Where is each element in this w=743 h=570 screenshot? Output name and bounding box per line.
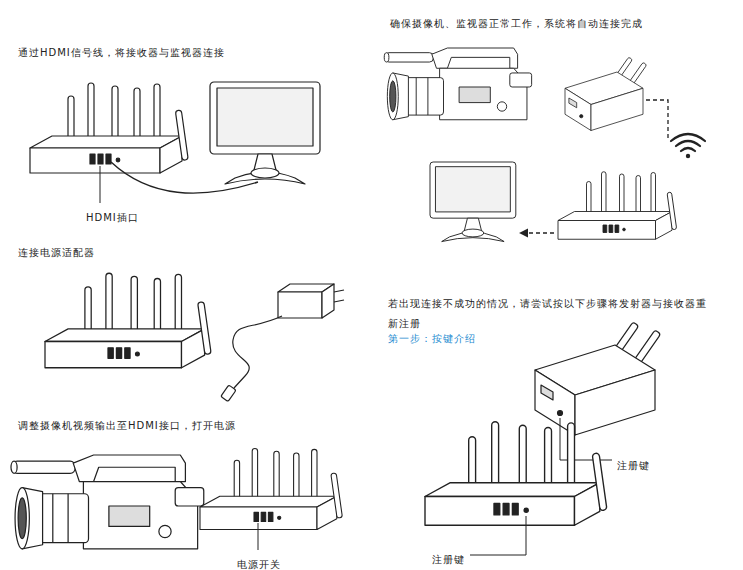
label-text: 通过HDMI信号线，将接收器与监视器连接 bbox=[18, 47, 225, 58]
label-box: 第一步：按键介绍 bbox=[388, 327, 476, 347]
label-text: 连接电源适配器 bbox=[18, 247, 95, 258]
label-text: 第一步：按键介绍 bbox=[388, 333, 476, 344]
label-box: 连接电源适配器 bbox=[18, 241, 95, 261]
label-text: 调整摄像机视频输出至HDMI接口，打开电源 bbox=[18, 420, 236, 431]
label-box: 注册键 bbox=[432, 548, 465, 568]
label-box: 注册键 bbox=[617, 454, 650, 474]
label-box: 通过HDMI信号线，将接收器与监视器连接 bbox=[18, 41, 225, 61]
label-text: 电源开关 bbox=[237, 559, 281, 570]
label-box: HDMI插口 bbox=[86, 206, 139, 226]
label-text: 注册键 bbox=[617, 460, 650, 471]
label-box: 确保摄像机、监视器正常工作，系统将自动连接完成 bbox=[390, 12, 643, 32]
label-box: 调整摄像机视频输出至HDMI接口，打开电源 bbox=[18, 414, 236, 434]
label-text: HDMI插口 bbox=[86, 212, 139, 223]
label-box: 电源开关 bbox=[237, 553, 281, 570]
label-text: 若出现连接不成功的情况，请尝试按以下步骤将发射器与接收器重新注册 bbox=[388, 298, 707, 329]
label-text: 注册键 bbox=[432, 554, 465, 565]
label-box: 若出现连接不成功的情况，请尝试按以下步骤将发射器与接收器重新注册 bbox=[388, 292, 716, 332]
label-text: 确保摄像机、监视器正常工作，系统将自动连接完成 bbox=[390, 18, 643, 29]
